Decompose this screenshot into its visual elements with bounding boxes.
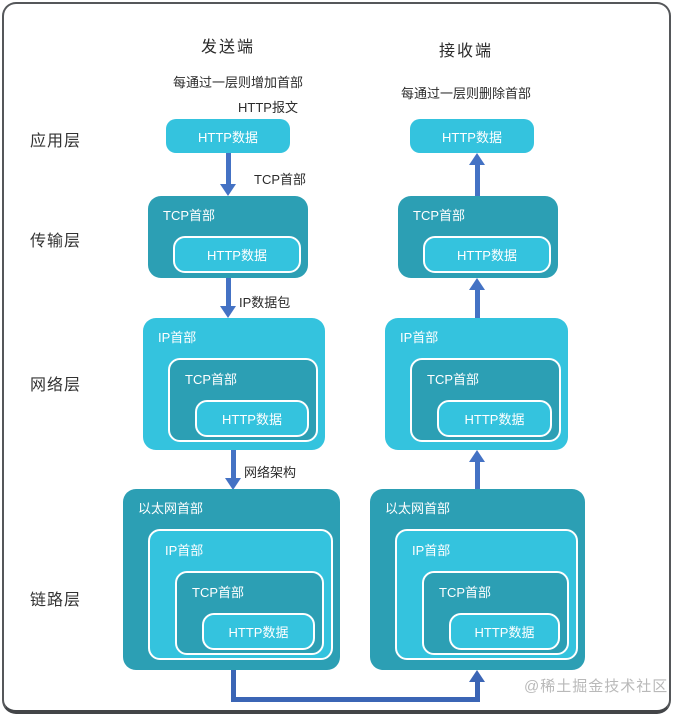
- http-data-box: HTTP数据: [449, 613, 560, 650]
- ip-header-label: IP首部: [412, 543, 451, 558]
- http-message-label: HTTP报文: [238, 100, 298, 115]
- arrow-shaft: [230, 450, 236, 478]
- tcp-header-label: TCP首部: [427, 372, 480, 387]
- sender-note: 每通过一层则增加首部: [172, 75, 303, 90]
- arrow-shaft: [474, 165, 480, 196]
- tcp-segment-box: TCP首部 HTTP数据: [410, 358, 561, 442]
- arrow-shaft: [474, 290, 480, 318]
- arrow-up-icon: [469, 450, 485, 462]
- sender-link-packet: 以太网首部 IP首部 TCP首部 HTTP数据: [123, 489, 340, 670]
- receiver-arrow-to-network: [469, 450, 485, 490]
- layer-label-network: 网络层: [30, 377, 82, 394]
- arrow-up-icon: [469, 278, 485, 290]
- ethernet-header-label: 以太网首部: [138, 501, 204, 516]
- ip-header-label: IP首部: [158, 330, 197, 345]
- sender-arrow-to-link: [225, 450, 241, 490]
- tcp-header-label: TCP首部: [163, 208, 216, 223]
- watermark: @稀土掘金技术社区: [524, 678, 669, 695]
- connector-horizontal-segment: [231, 697, 479, 702]
- arrow-label-tcp-header: TCP首部: [254, 172, 307, 187]
- tcp-header-label: TCP首部: [439, 585, 492, 600]
- tcp-header-label: TCP首部: [413, 208, 466, 223]
- receiver-arrow-to-transport: [469, 278, 485, 318]
- ethernet-header-label: 以太网首部: [385, 501, 451, 516]
- arrow-shaft: [474, 462, 480, 490]
- ip-header-label: IP首部: [165, 543, 204, 558]
- tcp-segment-box: TCP首部 HTTP数据: [422, 571, 569, 655]
- connector-down-segment: [231, 670, 236, 702]
- arrow-up-icon: [469, 670, 485, 682]
- receiver-column-title: 接收端: [438, 43, 493, 60]
- layer-label-transport: 传输层: [30, 233, 82, 250]
- sender-arrow-to-transport: [220, 153, 236, 196]
- http-data-box: HTTP数据: [195, 400, 309, 437]
- sender-application-http-box: HTTP数据: [166, 119, 290, 153]
- arrow-shaft: [225, 278, 231, 306]
- tcp-segment-box: TCP首部 HTTP数据: [175, 571, 324, 655]
- connector-arrow-to-receiver-link: [469, 670, 485, 702]
- sender-arrow-to-network: [220, 278, 236, 318]
- arrow-label-ip-packet: IP数据包: [239, 295, 291, 310]
- arrow-down-icon: [220, 306, 236, 318]
- arrow-up-icon: [469, 153, 485, 165]
- ip-datagram-box: IP首部 TCP首部 HTTP数据: [395, 529, 578, 660]
- arrow-label-network-arch: 网络架构: [244, 465, 297, 480]
- http-data-box: HTTP数据: [173, 236, 301, 273]
- http-data-box: HTTP数据: [437, 400, 552, 437]
- sender-transport-packet: TCP首部 HTTP数据: [148, 196, 308, 278]
- arrow-shaft: [225, 153, 231, 184]
- layer-label-link: 链路层: [30, 592, 82, 609]
- layer-label-application: 应用层: [30, 133, 82, 150]
- http-data-box: HTTP数据: [423, 236, 551, 273]
- receiver-note: 每通过一层则删除首部: [400, 86, 531, 101]
- sender-column-title: 发送端: [200, 39, 255, 56]
- receiver-application-http-box: HTTP数据: [410, 119, 534, 153]
- arrow-down-icon: [225, 478, 241, 490]
- ip-datagram-box: IP首部 TCP首部 HTTP数据: [148, 529, 333, 660]
- tcp-header-label: TCP首部: [192, 585, 245, 600]
- receiver-transport-packet: TCP首部 HTTP数据: [398, 196, 558, 278]
- tcp-segment-box: TCP首部 HTTP数据: [168, 358, 318, 442]
- receiver-link-packet: 以太网首部 IP首部 TCP首部 HTTP数据: [370, 489, 585, 670]
- arrow-down-icon: [220, 184, 236, 196]
- receiver-arrow-to-application: [469, 153, 485, 196]
- tcp-header-label: TCP首部: [185, 372, 238, 387]
- sender-network-packet: IP首部 TCP首部 HTTP数据: [143, 318, 325, 450]
- ip-header-label: IP首部: [400, 330, 439, 345]
- receiver-network-packet: IP首部 TCP首部 HTTP数据: [385, 318, 568, 450]
- arrow-shaft: [474, 682, 480, 702]
- http-data-box: HTTP数据: [202, 613, 315, 650]
